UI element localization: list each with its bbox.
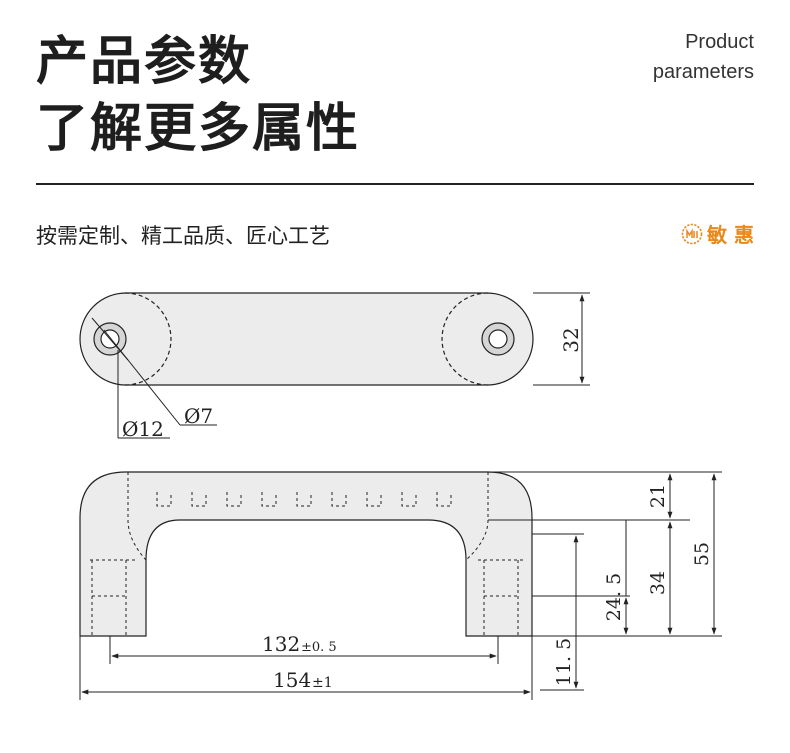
top-view-body (79, 292, 534, 386)
tagline: 按需定制、精工品质、匠心工艺 (36, 224, 330, 248)
left-end-hidden-line (124, 292, 172, 386)
page-title-line2: 了解更多属性 (36, 99, 361, 159)
side-view (79, 471, 722, 700)
height-11-5-label: 11. 5 (553, 638, 575, 686)
grip-slots (90, 472, 524, 636)
inner-diameter-label: Ø7 (184, 404, 213, 428)
top-view (79, 292, 590, 439)
height-24-5-label: 24. 5 (603, 573, 625, 621)
brand-logo: 敏 惠 (681, 219, 754, 248)
right-end-hidden-line (441, 292, 489, 386)
handle-outline (79, 471, 533, 637)
outer-width-label: 154 (273, 668, 311, 692)
english-subtitle-line1: Product (685, 31, 754, 53)
english-subtitle-line2: parameters (652, 61, 754, 83)
height-21-label: 21 (647, 484, 669, 508)
height-55-label: 55 (691, 542, 713, 566)
top-view-height-label: 32 (559, 327, 583, 352)
height-34-label: 34 (647, 571, 669, 595)
outer-width-tolerance: ±1 (312, 675, 333, 691)
outer-diameter-label: Ø12 (122, 417, 164, 441)
brand-name: 敏 惠 (707, 223, 754, 247)
header-divider (36, 183, 754, 185)
inner-width-label: 132 (262, 632, 300, 656)
right-hole-inner (488, 329, 508, 349)
inner-width-tolerance: ±0. 5 (301, 640, 337, 655)
page-title-line1: 产品参数 (36, 32, 253, 92)
brand-mark-icon (681, 223, 703, 244)
